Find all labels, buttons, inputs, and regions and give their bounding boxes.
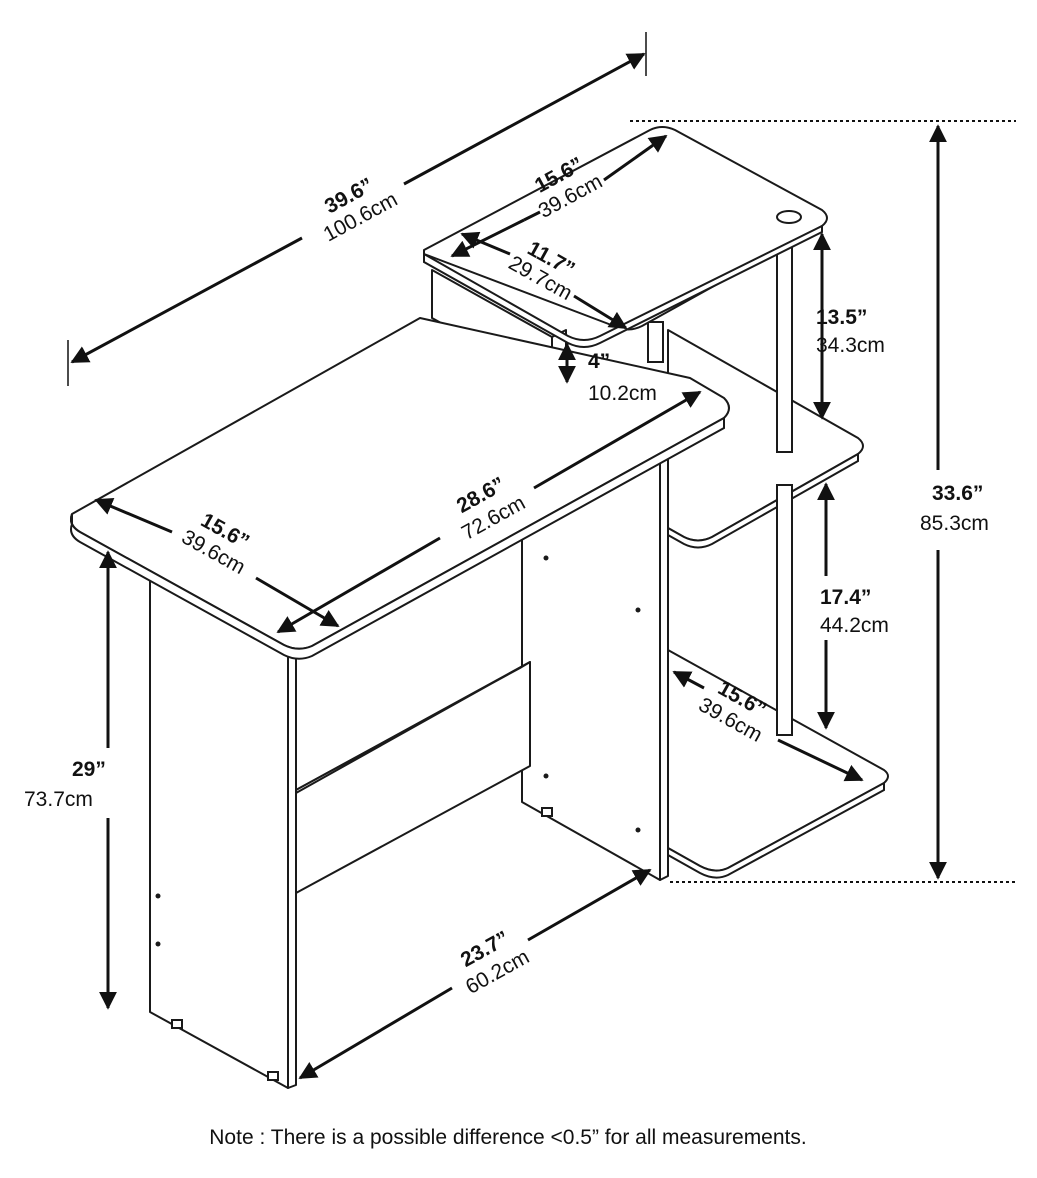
- hardware-dots: [155, 555, 641, 947]
- overall-height-in: 33.6”: [932, 482, 983, 505]
- upper-clearance-in: 13.5”: [816, 306, 867, 329]
- left-side-panel: [149, 571, 297, 1089]
- riser-height-cm: 10.2cm: [588, 382, 657, 405]
- riser-height-in: 4”: [588, 350, 610, 373]
- modesty-panel: [295, 661, 531, 894]
- middle-clearance-in: 17.4”: [820, 586, 871, 609]
- bottom-shelf: [667, 649, 889, 879]
- middle-shelf: [667, 329, 864, 549]
- middle-clearance-cm: 44.2cm: [820, 614, 889, 637]
- dimension-lines: [67, 32, 1016, 1080]
- desk-height-in: 29”: [72, 758, 106, 781]
- overall-height-cm: 85.3cm: [920, 512, 989, 535]
- feet: [171, 807, 553, 1081]
- measurement-note: Note : There is a possible difference <0…: [209, 1126, 806, 1149]
- desk-illustration: [70, 126, 889, 1089]
- upper-clearance-cm: 34.3cm: [816, 334, 885, 357]
- desktop: [70, 317, 730, 660]
- top-shelf: [423, 126, 828, 348]
- desk-height-cm: 73.7cm: [24, 788, 93, 811]
- support-posts: [647, 237, 793, 736]
